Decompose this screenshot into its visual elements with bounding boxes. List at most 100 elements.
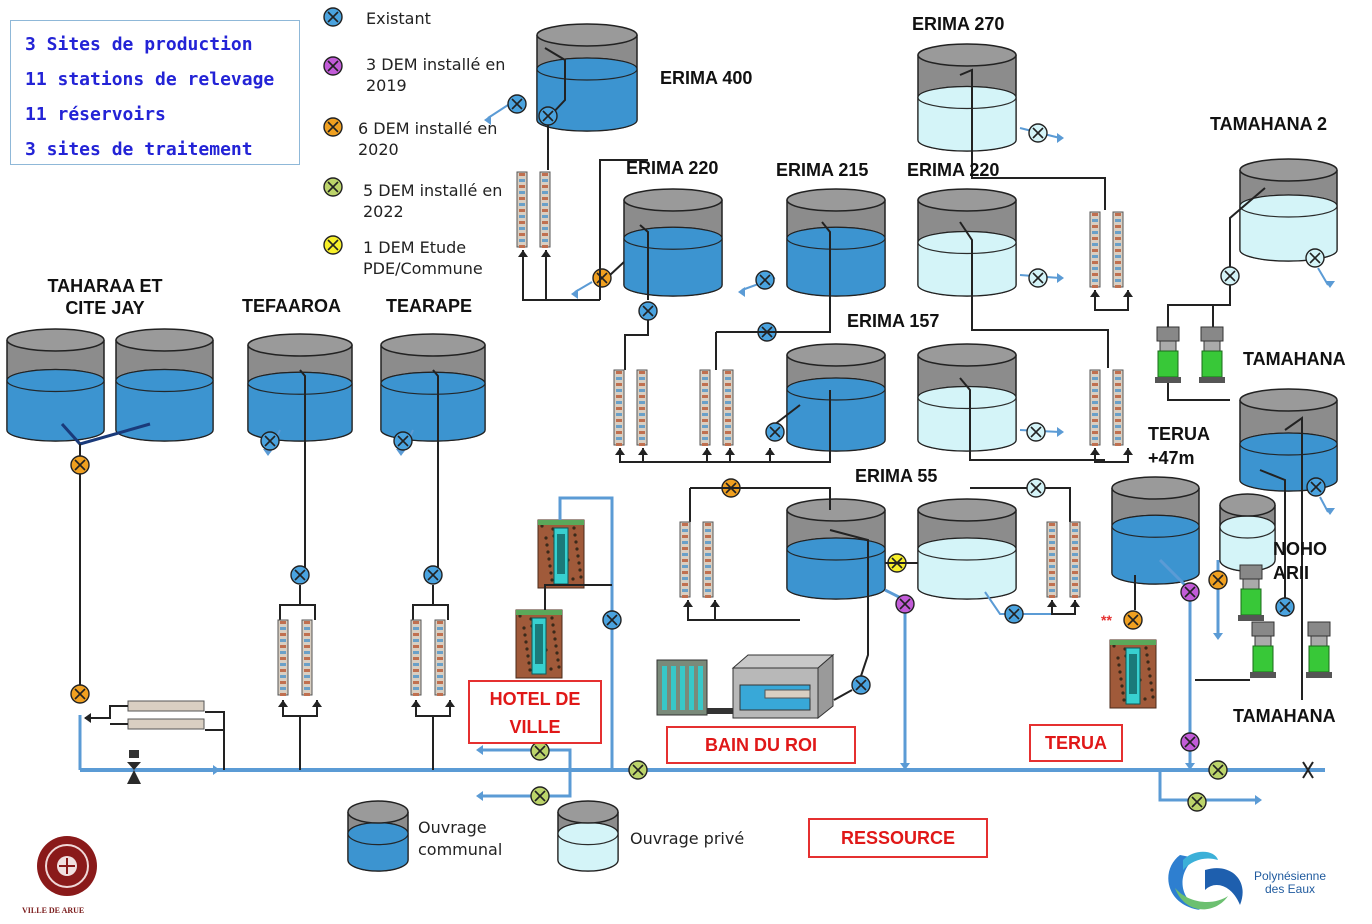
arrow-head	[312, 700, 322, 707]
pump-erima55b-1	[1046, 521, 1058, 598]
pump-erima220b-2	[1112, 211, 1124, 288]
arrow-head	[1090, 290, 1100, 297]
pump-erima157b-1	[1089, 369, 1101, 446]
valve-tefaaroa	[290, 565, 310, 585]
arrow-head	[445, 700, 455, 707]
legend-dem-etude: 1 DEM Etude PDE/Commune	[363, 238, 483, 278]
valve-terua-2019	[1180, 582, 1200, 602]
arrow-head	[1255, 795, 1262, 805]
valve-taharaa-bottom	[70, 684, 90, 704]
label-tamahana-2: TAMAHANA 2	[1210, 114, 1327, 134]
valve-bain-du-roi	[851, 675, 871, 695]
valve-tamahana2	[1220, 266, 1240, 286]
reservoir-taharaa-2	[115, 328, 214, 442]
valve-erima157-outlet	[1026, 422, 1046, 442]
label-erima-215: ERIMA 215	[776, 160, 869, 180]
legend-dem2020-icon	[323, 117, 343, 137]
legend-dem2019: 3 DEM installé en 2019	[366, 55, 506, 95]
arrow-head	[1123, 290, 1133, 297]
arrow-head	[710, 600, 720, 607]
reservoir-tefaaroa	[247, 333, 353, 442]
legend-dem2022: 5 DEM installé en 2022	[363, 181, 503, 221]
pump-horizontal-icon	[127, 718, 205, 730]
reservoir-erima-270	[917, 43, 1017, 152]
borehole-hotel-1	[537, 519, 585, 589]
label-erima-400: ERIMA 400	[660, 68, 753, 88]
label-terua-47m: TERUA +47m	[1148, 424, 1210, 468]
box-ressource: RESSOURCE	[808, 818, 988, 858]
arrow-head	[1057, 133, 1064, 143]
valve-terua-main	[1208, 760, 1228, 780]
valve-noho-arii-2020	[1208, 570, 1228, 590]
reservoir-tamahana-2	[1239, 158, 1338, 262]
polynesienne-logo-text: Polynésienne des Eaux	[1253, 869, 1327, 896]
valve-erima400-outlet	[507, 94, 527, 114]
valve-erima220-left	[638, 301, 658, 321]
legend-ouvrage-prive: Ouvrage privé	[630, 829, 745, 848]
reservoir-erima-55	[786, 498, 886, 600]
pump-erima55-2	[702, 521, 714, 598]
reservoir-erima-220-left	[623, 188, 723, 297]
reservoir-taharaa-1	[6, 328, 105, 442]
arrow-head	[1325, 281, 1335, 288]
arrow-head	[476, 791, 483, 801]
legend-existant-icon	[323, 7, 343, 27]
arrow-head	[1057, 427, 1064, 437]
legend-dem2022-icon	[323, 177, 343, 197]
label-erima-220-left: ERIMA 220	[626, 158, 719, 178]
legend-tank-communal	[347, 800, 409, 872]
reservoir-tamahana	[1239, 388, 1338, 492]
reservoir-terua	[1111, 476, 1200, 585]
valve-erima400-inlet	[538, 106, 558, 126]
pump-erima400-1	[516, 171, 528, 248]
pump-erima215-1	[699, 369, 711, 446]
reservoir-noho-arii	[1219, 493, 1276, 572]
arrow-head	[1047, 600, 1057, 607]
valve-terua-out	[1187, 792, 1207, 812]
valve-hotel-out-1	[530, 741, 550, 761]
legend-dem2019-icon	[323, 56, 343, 76]
polynesienne-logo	[1168, 851, 1243, 910]
label-erima-270: ERIMA 270	[912, 14, 1005, 34]
valve-actuator-icon	[129, 750, 139, 758]
arrow-head	[213, 765, 220, 775]
green-pump-tamahana-bottom-1	[1250, 621, 1276, 678]
reservoir-erima-215	[786, 188, 886, 297]
valve-terua	[1123, 610, 1143, 630]
reservoir-tearape	[380, 333, 486, 442]
pump-erima400-2	[539, 171, 551, 248]
green-pump-tamahana-2	[1199, 326, 1225, 383]
valve-tefaaroa-outlet	[260, 431, 280, 451]
label-tamahana-bottom: TAMAHANA	[1233, 706, 1336, 726]
valve-erima215-outlet	[755, 270, 775, 290]
treatment-filter-icon	[689, 666, 694, 710]
arrow-head	[278, 700, 288, 707]
valve-erima55-2019	[895, 594, 915, 614]
pump-tefaaroa-1	[277, 619, 289, 696]
arrow-head	[1213, 633, 1223, 640]
pump-tefaaroa-2	[301, 619, 313, 696]
valve-tamahana-outlet	[1306, 477, 1326, 497]
valve-hotel-de-ville	[602, 610, 622, 630]
legend-existant: Existant	[366, 9, 431, 28]
reservoir-erima-157-prive	[917, 343, 1017, 452]
check-valve-icon	[127, 762, 141, 770]
valve-erima157-inlet	[765, 422, 785, 442]
arrow-head	[615, 448, 625, 455]
reservoir-erima-220-right	[917, 188, 1017, 297]
label-tamahana: TAMAHANA	[1243, 349, 1346, 369]
pump-erima55b-2	[1069, 521, 1081, 598]
arrow-head	[1057, 273, 1064, 283]
treatment-filter-icon	[671, 666, 676, 710]
valve-erima55-prive	[1026, 478, 1046, 498]
arue-logo-text: VILLE DE ARUE	[22, 906, 85, 915]
summary-traitement: 3 sites de traitement	[25, 139, 253, 160]
valve-tearape-outlet	[393, 431, 413, 451]
label-double-star: **	[1101, 612, 1112, 628]
legend-ouvrage-communal: Ouvrage communal	[418, 818, 503, 859]
pump-erima220b-1	[1089, 211, 1101, 288]
label-erima-55: ERIMA 55	[855, 466, 938, 486]
arrow-head	[1070, 600, 1080, 607]
valve-hotel-main	[628, 760, 648, 780]
pump-erima157b-2	[1112, 369, 1124, 446]
